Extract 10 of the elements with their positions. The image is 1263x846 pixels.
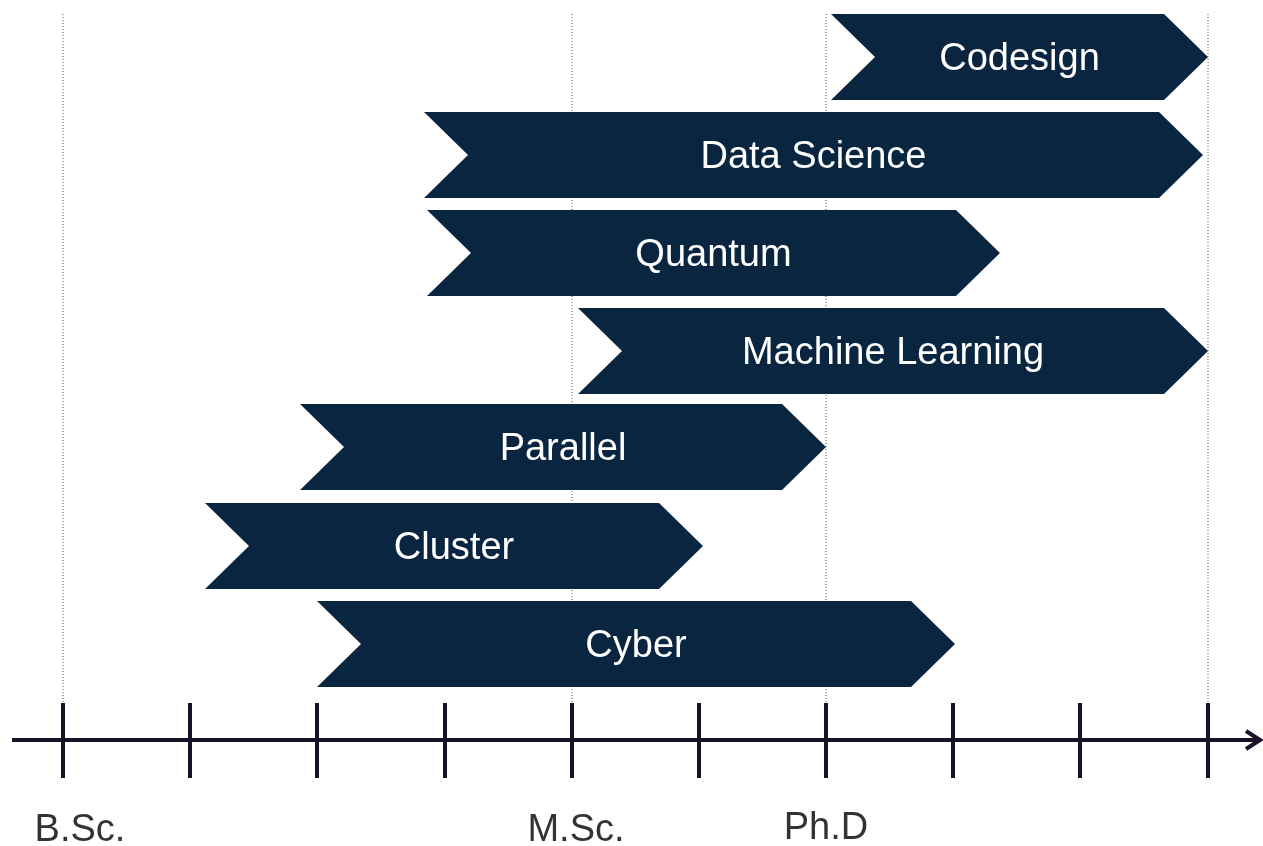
degree-label: Ph.D xyxy=(783,807,869,845)
degree-label: B.Sc. xyxy=(34,809,126,846)
topic-label: Machine Learning xyxy=(741,332,1045,370)
topic-label: Quantum xyxy=(635,234,792,272)
degree-label: M.Sc. xyxy=(527,809,625,846)
topic-label: Cluster xyxy=(393,527,515,565)
topic-label: Data Science xyxy=(700,136,927,174)
topic-label: Parallel xyxy=(499,428,627,466)
topic-label: Cyber xyxy=(585,625,687,663)
topic-label: Codesign xyxy=(939,38,1100,76)
